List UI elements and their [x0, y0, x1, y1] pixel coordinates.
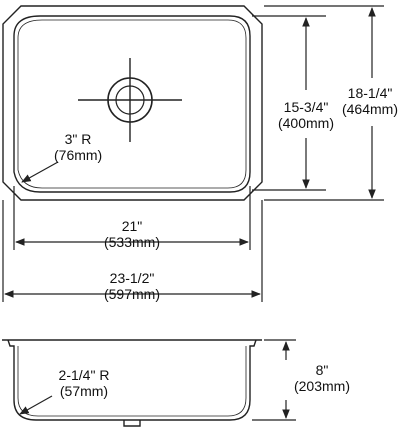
bowl-radius-imperial: 3" R — [64, 131, 92, 147]
drain-icon — [78, 58, 182, 142]
outer-depth-metric: (464mm) — [341, 101, 398, 117]
width-dimensions — [2, 186, 263, 302]
outer-width-label: 23-1/2" (597mm) — [96, 270, 168, 302]
bowl-radius-label: 3" R (76mm) — [54, 131, 102, 163]
inner-width-imperial: 21" — [121, 218, 143, 234]
inner-width-metric: (533mm) — [103, 234, 160, 250]
depth-dimensions — [252, 5, 384, 201]
side-radius-imperial: 2-1/4" R — [58, 367, 110, 383]
inner-width-label: 21" (533mm) — [96, 218, 168, 250]
bowl-depth-metric: (203mm) — [293, 378, 350, 394]
side-depth-dimension — [252, 339, 296, 421]
outer-depth-imperial: 18-1/4" — [347, 85, 393, 101]
inner-depth-label: 15-3/4" (400mm) — [274, 99, 338, 131]
outer-width-metric: (597mm) — [103, 286, 160, 302]
inner-depth-metric: (400mm) — [277, 115, 334, 131]
outer-depth-label: 18-1/4" (464mm) — [340, 85, 400, 117]
inner-depth-imperial: 15-3/4" — [283, 99, 329, 115]
inner-bowl-outline — [13, 15, 251, 193]
sink-top-view — [2, 5, 263, 201]
bowl-radius-metric: (76mm) — [54, 147, 103, 163]
bowl-depth-label: 8" (203mm) — [290, 362, 354, 394]
side-radius-label: 2-1/4" R (57mm) — [54, 367, 114, 399]
outer-width-imperial: 23-1/2" — [109, 270, 155, 286]
side-radius-metric: (57mm) — [59, 383, 109, 399]
sink-side-view — [2, 339, 262, 427]
bowl-depth-imperial: 8" — [315, 362, 329, 378]
bowl-radius-leader — [21, 161, 59, 183]
side-radius-leader — [19, 395, 53, 415]
outer-rim-outline — [2, 5, 263, 201]
